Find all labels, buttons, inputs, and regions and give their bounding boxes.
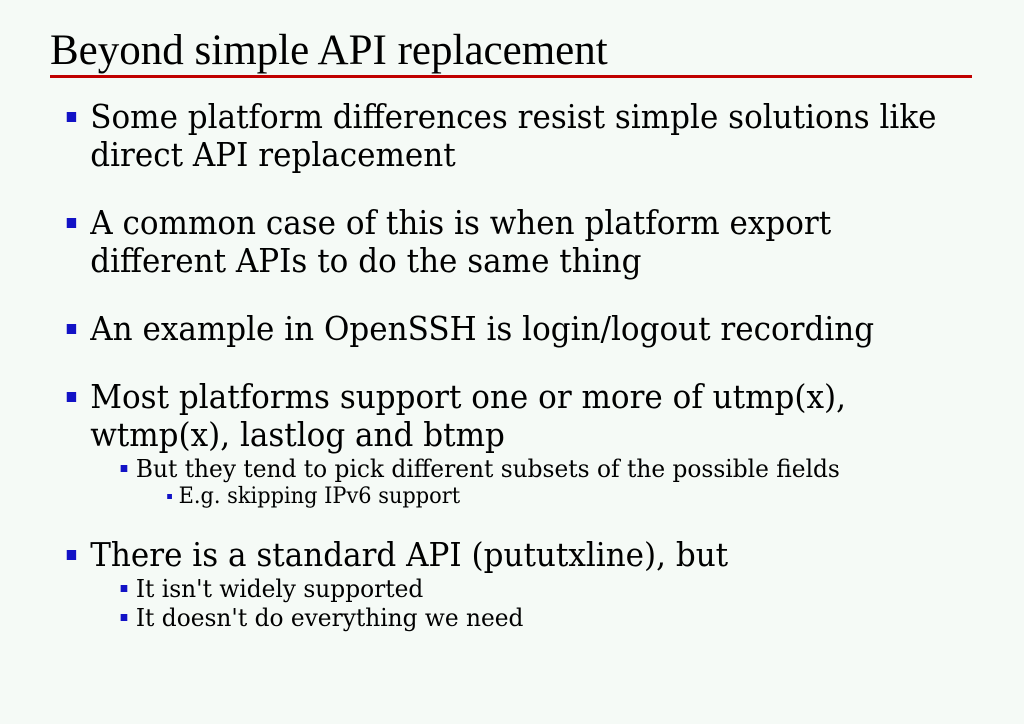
square-bullet-icon (167, 494, 172, 499)
spacer (0, 280, 1024, 310)
bullet-text: There is a standard API (pututxline), bu… (90, 535, 729, 574)
bullet-item-level1: A common case of this is when platform e… (0, 204, 940, 280)
square-bullet-icon (120, 585, 128, 592)
square-bullet-icon (66, 550, 77, 560)
bullet-text: It doesn't do everything we need (135, 603, 524, 632)
page-title: Beyond simple API replacement (50, 27, 608, 74)
bullet-text: Some platform differences resist simple … (90, 97, 937, 174)
spacer (0, 174, 1024, 204)
slide-title-block: Beyond simple API replacement (50, 26, 974, 75)
bullet-text: An example in OpenSSH is login/logout re… (90, 309, 875, 348)
bullet-item-level2: But they tend to pick different subsets … (0, 454, 950, 483)
square-bullet-icon (66, 112, 77, 122)
bullet-item-level1: Most platforms support one or more of ut… (0, 378, 940, 454)
bullet-text: It isn't widely supported (135, 574, 424, 603)
bullet-item-level2: It isn't widely supported (0, 574, 950, 603)
square-bullet-icon (66, 392, 77, 402)
square-bullet-icon (120, 614, 128, 621)
bullet-text: But they tend to pick different subsets … (135, 454, 840, 483)
square-bullet-icon (120, 465, 128, 472)
bullet-text: A common case of this is when platform e… (90, 203, 832, 280)
bullet-item-level1: An example in OpenSSH is login/logout re… (0, 310, 940, 348)
bullet-text: E.g. skipping IPv6 support (178, 484, 461, 509)
slide-body: Some platform differences resist simple … (0, 98, 1024, 632)
spacer (0, 510, 1024, 536)
square-bullet-icon (66, 324, 77, 334)
title-underline-rule (50, 75, 972, 78)
bullet-text: Most platforms support one or more of ut… (90, 377, 846, 454)
bullet-item-level3: E.g. skipping IPv6 support (0, 483, 950, 510)
spacer (0, 348, 1024, 378)
bullet-item-level1: There is a standard API (pututxline), bu… (0, 536, 940, 574)
square-bullet-icon (66, 218, 77, 228)
bullet-item-level1: Some platform differences resist simple … (0, 98, 940, 174)
bullet-item-level2: It doesn't do everything we need (0, 603, 950, 632)
